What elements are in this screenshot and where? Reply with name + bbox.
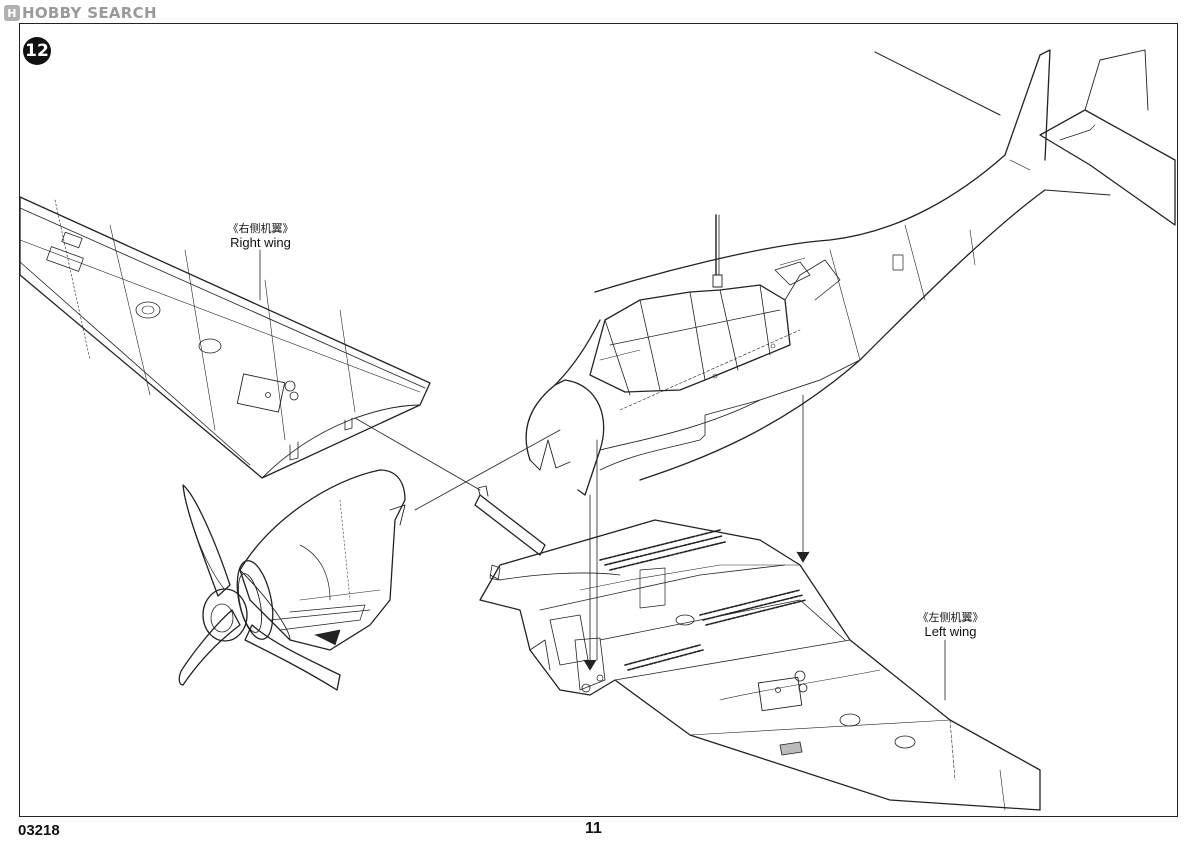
left-wing-part [475, 486, 1040, 810]
step-number-badge: 12 [23, 37, 51, 65]
engine-propeller-part [179, 470, 405, 690]
watermark-text: HOBBY SEARCH [22, 4, 157, 22]
fuselage-part [526, 50, 1175, 495]
right-wing-label-en: Right wing [230, 235, 291, 250]
left-wing-label-en: Left wing [924, 624, 977, 639]
page-number: 11 [585, 820, 602, 837]
product-code: 03218 [18, 822, 60, 839]
left-wing-label: 《左侧机翼》 Left wing [903, 611, 998, 639]
right-wing-part [20, 197, 430, 478]
page-frame [19, 23, 1178, 817]
right-wing-label-cn: 《右侧机翼》 [227, 223, 294, 235]
right-wing-label: 《右侧机翼》 Right wing [213, 222, 308, 250]
watermark-logo: H [4, 5, 20, 21]
left-wing-label-cn: 《左侧机翼》 [917, 612, 984, 624]
watermark: H HOBBY SEARCH [4, 4, 157, 22]
